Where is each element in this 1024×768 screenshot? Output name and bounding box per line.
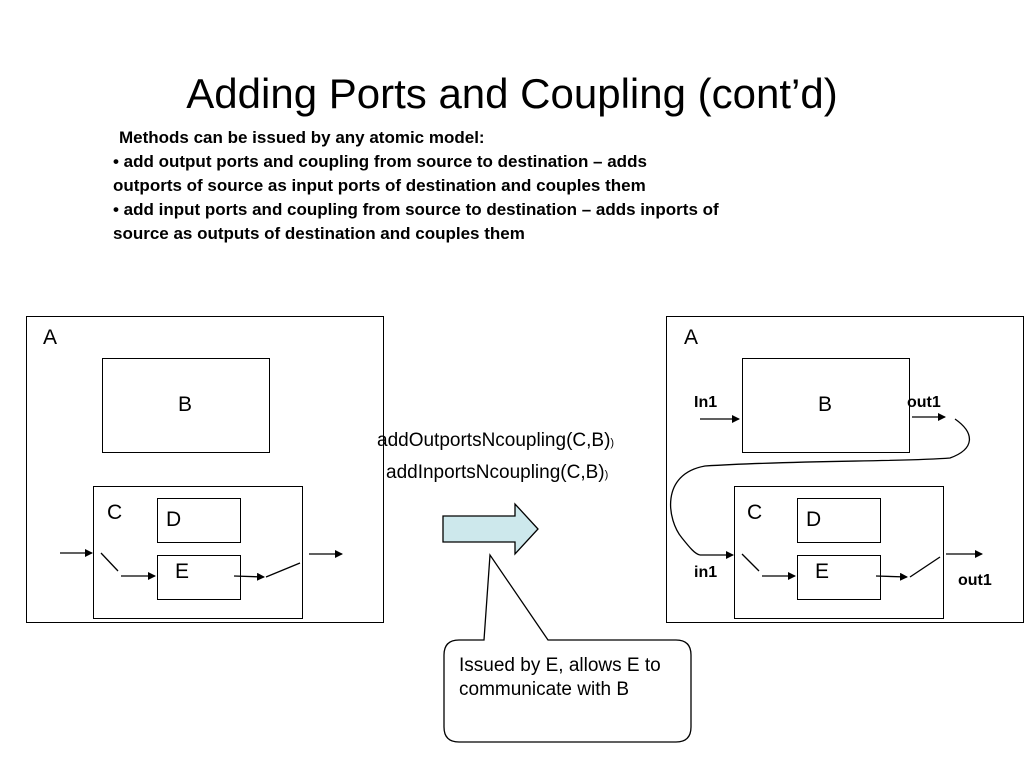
method-add-inports-text: addInportsNcoupling(C,B) <box>386 462 605 483</box>
right-box-d <box>797 498 881 543</box>
left-label-b: B <box>178 393 193 416</box>
right-label-c: C <box>747 501 763 524</box>
right-box-e <box>797 555 881 600</box>
slide-title: Adding Ports and Coupling (cont’d) <box>186 70 838 117</box>
right-port-b-in: In1 <box>694 394 718 411</box>
left-c-internal-out-line <box>265 562 301 578</box>
callout-bubble <box>443 553 692 743</box>
right-label-d: D <box>806 508 822 531</box>
method-add-inports: addInportsNcoupling(C,B)) <box>386 462 608 484</box>
bullet-text: Methods can be issued by any atomic mode… <box>113 126 873 246</box>
left-box-d <box>157 498 241 543</box>
bullet-intro: Methods can be issued by any atomic mode… <box>119 128 485 147</box>
right-port-c-out: out1 <box>958 572 992 589</box>
bullet-2-line-2: source as outputs of destination and cou… <box>113 224 525 243</box>
method-add-inports-suffix: ) <box>604 469 609 481</box>
left-label-d: D <box>166 508 182 531</box>
right-port-b-out: out1 <box>907 394 941 411</box>
left-box-b <box>102 358 270 453</box>
left-c-internal-in-line <box>100 552 119 572</box>
left-e-out-arrow <box>233 572 265 581</box>
right-label-a: A <box>684 326 699 349</box>
method-add-outports: addOutportsNcoupling(C,B)) <box>377 430 614 452</box>
method-add-outports-text: addOutportsNcoupling(C,B) <box>377 430 611 451</box>
method-add-outports-suffix: ) <box>610 437 615 449</box>
right-label-b: B <box>818 393 833 416</box>
bullet-2-line-1: • add input ports and coupling from sour… <box>113 200 719 219</box>
right-box-b <box>742 358 910 453</box>
right-box-c <box>734 486 944 619</box>
right-e-out-arrow <box>875 572 908 581</box>
left-label-e: E <box>175 560 190 583</box>
right-coupling-curve <box>669 418 971 556</box>
right-c-internal-in-line <box>741 553 760 572</box>
left-box-c <box>93 486 303 619</box>
left-box-e <box>157 555 241 600</box>
right-c-internal-out-line <box>909 556 941 578</box>
transform-arrow <box>442 502 539 556</box>
bullet-1-line-1: • add output ports and coupling from sou… <box>113 152 647 171</box>
left-label-a: A <box>43 326 58 349</box>
callout-text: Issued by E, allows E to communicate wit… <box>459 655 661 700</box>
right-label-e: E <box>815 560 830 583</box>
left-box-a <box>26 316 384 623</box>
right-port-c-in: in1 <box>694 564 718 581</box>
left-label-c: C <box>107 501 123 524</box>
bullet-1-line-2: outports of source as input ports of des… <box>113 176 646 195</box>
